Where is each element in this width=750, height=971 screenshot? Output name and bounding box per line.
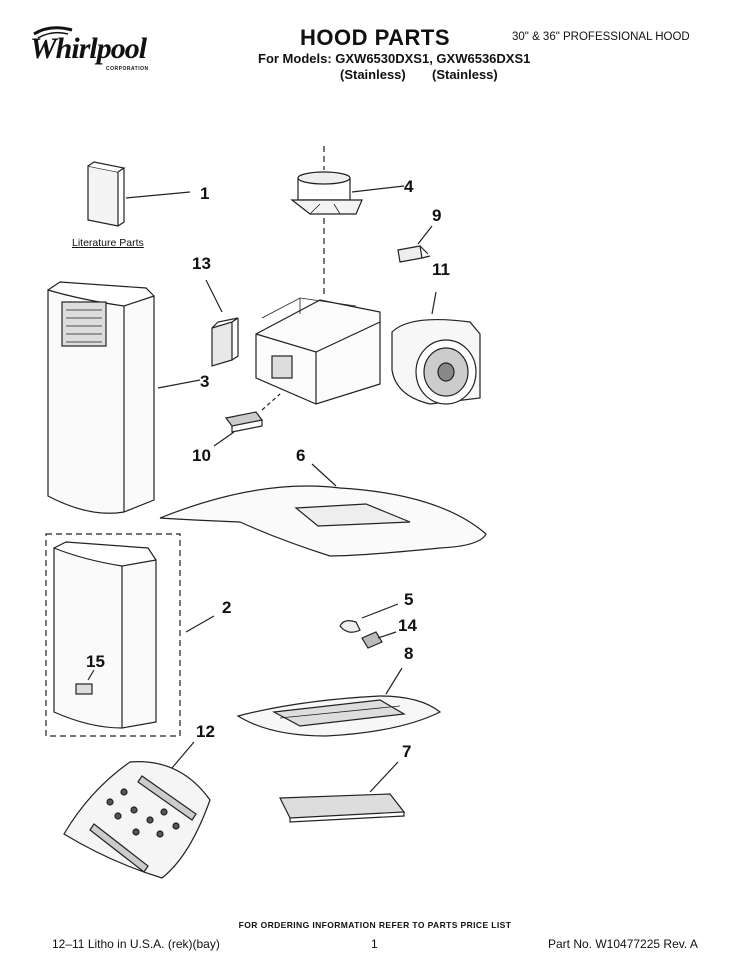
callout-7: 7 (402, 742, 412, 761)
lamp-socket (361, 631, 383, 649)
capacitor (397, 245, 431, 263)
part-number: Part No. W10477225 Rev. A (548, 937, 698, 951)
callout-11: 11 (432, 260, 450, 279)
leader-line-13 (205, 279, 223, 313)
leader-line-1 (125, 191, 191, 199)
callout-9: 9 (432, 206, 442, 225)
bottom-grille (236, 695, 442, 737)
litho-line: 12–11 Litho in U.S.A. (rek)(bay) (52, 937, 220, 951)
callout-10: 10 (192, 446, 211, 465)
blower-adapter (290, 171, 363, 215)
optional-parts-box (45, 533, 181, 737)
literature-booklet (87, 161, 126, 227)
callout-13: 13 (192, 254, 211, 273)
callout-12: 12 (196, 722, 215, 741)
leader-line-12 (171, 741, 195, 769)
leader-line-11 (431, 291, 437, 315)
finish-label-1: (Stainless) (340, 67, 406, 82)
upper-chimney-cover (47, 281, 155, 514)
callout-4: 4 (404, 177, 414, 196)
literature-parts-label: Literature Parts (72, 237, 144, 249)
internal-housing (255, 297, 381, 405)
leader-line-8 (385, 667, 403, 695)
finish-label-2: (Stainless) (432, 67, 498, 82)
leader-line-4 (351, 185, 405, 193)
leader-line-15 (87, 669, 95, 681)
leader-line-7 (369, 761, 399, 793)
callout-5: 5 (404, 590, 414, 609)
canopy-glass (159, 485, 487, 557)
callout-1: 1 (200, 184, 210, 203)
callout-3: 3 (200, 372, 210, 391)
callout-15: 15 (86, 652, 105, 671)
callout-14: 14 (398, 616, 417, 635)
switch-connect-line (261, 393, 281, 411)
leader-line-10 (213, 431, 235, 447)
leader-line-9 (417, 225, 433, 245)
callout-8: 8 (404, 644, 414, 663)
switch-board (224, 411, 264, 433)
models-line: For Models: GXW6530DXS1, GXW6536DXS1 (258, 51, 531, 66)
logo-swoosh-icon (33, 26, 73, 39)
light-bulb (339, 620, 361, 633)
leader-line-6 (311, 463, 337, 487)
blower-motor (391, 318, 481, 405)
brand-name: Whirlpool (30, 32, 147, 65)
control-module (211, 317, 239, 367)
grease-filter (279, 793, 406, 823)
product-line: 30" & 36" PROFESSIONAL HOOD (512, 31, 690, 43)
whirlpool-logo: Whirlpool CORPORATION (30, 22, 170, 82)
hardware-bag (63, 761, 211, 879)
leader-line-2 (185, 615, 215, 633)
leader-line-14 (377, 631, 397, 639)
callout-2: 2 (222, 598, 232, 617)
callout-6: 6 (296, 446, 306, 465)
leader-line-3 (157, 379, 201, 389)
lower-chimney-cover (53, 541, 157, 729)
page-number: 1 (371, 937, 378, 951)
brand-corporation: CORPORATION (106, 66, 149, 72)
page-title: HOOD PARTS (300, 25, 451, 50)
ordering-note: FOR ORDERING INFORMATION REFER TO PARTS … (238, 920, 512, 930)
leader-line-5 (361, 603, 399, 619)
